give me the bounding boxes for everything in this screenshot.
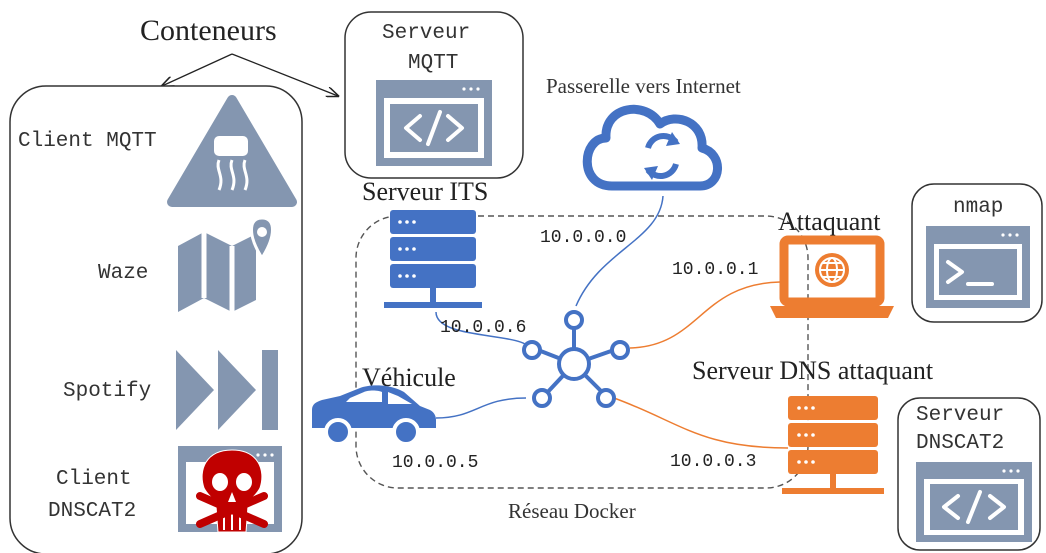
mqtt-server-label-2: MQTT xyxy=(408,52,458,75)
client-dnscat2-label-1: Client xyxy=(56,468,132,491)
spotify-label: Spotify xyxy=(63,380,151,403)
code-window-icon xyxy=(376,80,492,166)
cloud-sync-icon xyxy=(582,104,722,191)
conteneurs-title: Conteneurs xyxy=(140,14,277,47)
dnscat2-server-label-2: DNSCAT2 xyxy=(916,432,1004,455)
reseau-docker-label: Réseau Docker xyxy=(508,499,636,523)
dnscat2-server-container: Serveur DNSCAT2 xyxy=(897,397,1041,551)
link-gateway xyxy=(575,195,664,307)
code-window-icon xyxy=(916,462,1032,542)
client-mqtt-label: Client MQTT xyxy=(18,130,157,153)
its-server-icon xyxy=(384,210,482,308)
slippery-road-warning-icon xyxy=(167,95,297,207)
network-hub-icon xyxy=(522,310,630,408)
skull-icon xyxy=(196,449,268,533)
nmap-label: nmap xyxy=(953,196,1003,219)
nmap-container: nmap xyxy=(911,183,1043,323)
passerelle-label: Passerelle vers Internet xyxy=(546,74,741,98)
dns-server-icon xyxy=(782,396,884,494)
conteneurs-arrow-right xyxy=(231,53,338,96)
attacker-laptop-icon xyxy=(770,235,894,318)
ip-dns-server: 10.0.0.3 xyxy=(670,452,756,472)
vehicle-containers-panel: Client MQTT Waze Spotify Client DNSCAT2 xyxy=(9,85,303,553)
skip-forward-icon xyxy=(176,350,278,430)
conteneurs-arrow-left xyxy=(162,53,233,86)
car-icon xyxy=(312,385,436,446)
waze-label: Waze xyxy=(98,262,148,285)
link-vehicle xyxy=(435,397,527,419)
ip-attacker: 10.0.0.1 xyxy=(672,260,758,280)
mqtt-server-label-1: Serveur xyxy=(382,22,470,45)
ip-vehicle: 10.0.0.5 xyxy=(392,453,478,473)
attaquant-label: Attaquant xyxy=(778,207,881,236)
serveur-dns-attaquant-label: Serveur DNS attaquant xyxy=(692,356,934,385)
client-dnscat2-label-2: DNSCAT2 xyxy=(48,500,136,523)
dnscat2-server-label-1: Serveur xyxy=(916,404,1004,427)
serveur-its-label: Serveur ITS xyxy=(362,177,488,206)
terminal-icon xyxy=(926,226,1030,308)
link-attacker xyxy=(629,281,781,349)
mqtt-server-container: Serveur MQTT xyxy=(344,11,524,179)
link-dns-server xyxy=(613,397,789,449)
network-links xyxy=(435,195,789,449)
ip-its-server: 10.0.0.6 xyxy=(440,318,526,338)
map-pin-icon xyxy=(178,216,274,312)
link-its-server xyxy=(435,311,531,349)
docker-network-boundary xyxy=(355,215,809,489)
ip-gateway: 10.0.0.0 xyxy=(540,228,626,248)
